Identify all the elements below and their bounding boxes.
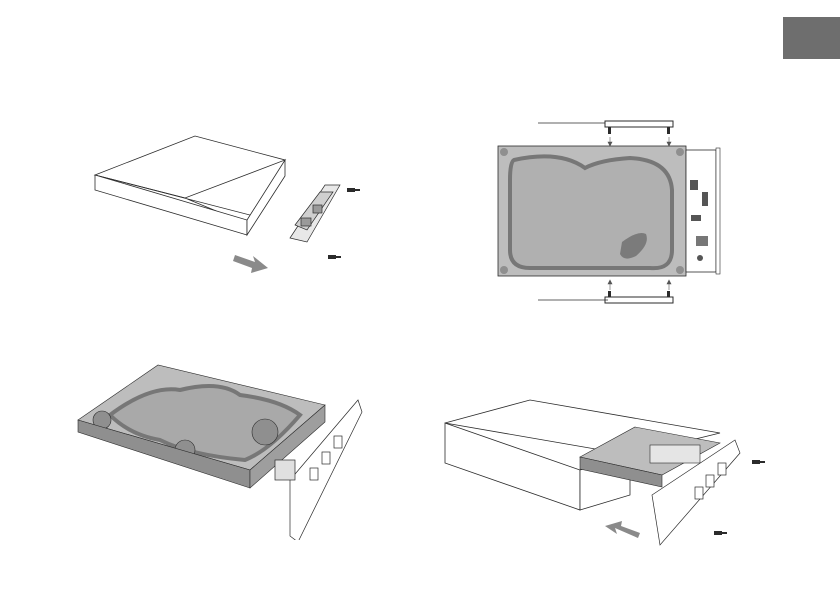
step-3-illustration [70,360,380,540]
screw-top-icon [347,188,360,192]
enclosure-box [95,136,285,235]
arrow-left-up-icon [605,521,640,538]
step-4-illustration [440,395,770,555]
top-arrows [608,137,671,146]
step-4-svg [440,395,770,555]
bottom-arrows [608,280,671,290]
screw-lower-icon [714,531,727,535]
step-2-illustration [490,110,730,310]
pcb-front-panel [686,148,720,274]
step-1-illustration [85,130,375,280]
bottom-mounting-rail [605,291,673,303]
front-panel-assembly [290,185,340,242]
screw-right-icon [752,460,765,464]
top-mounting-rail [605,121,673,134]
screw-bottom-icon [328,255,341,259]
hard-drive-top-view [498,146,686,276]
step-2-svg [490,110,730,310]
section-tab-marker [783,17,840,59]
step-3-svg [70,360,380,540]
step-1-svg [85,130,375,280]
arrow-right-down-icon [233,255,268,273]
